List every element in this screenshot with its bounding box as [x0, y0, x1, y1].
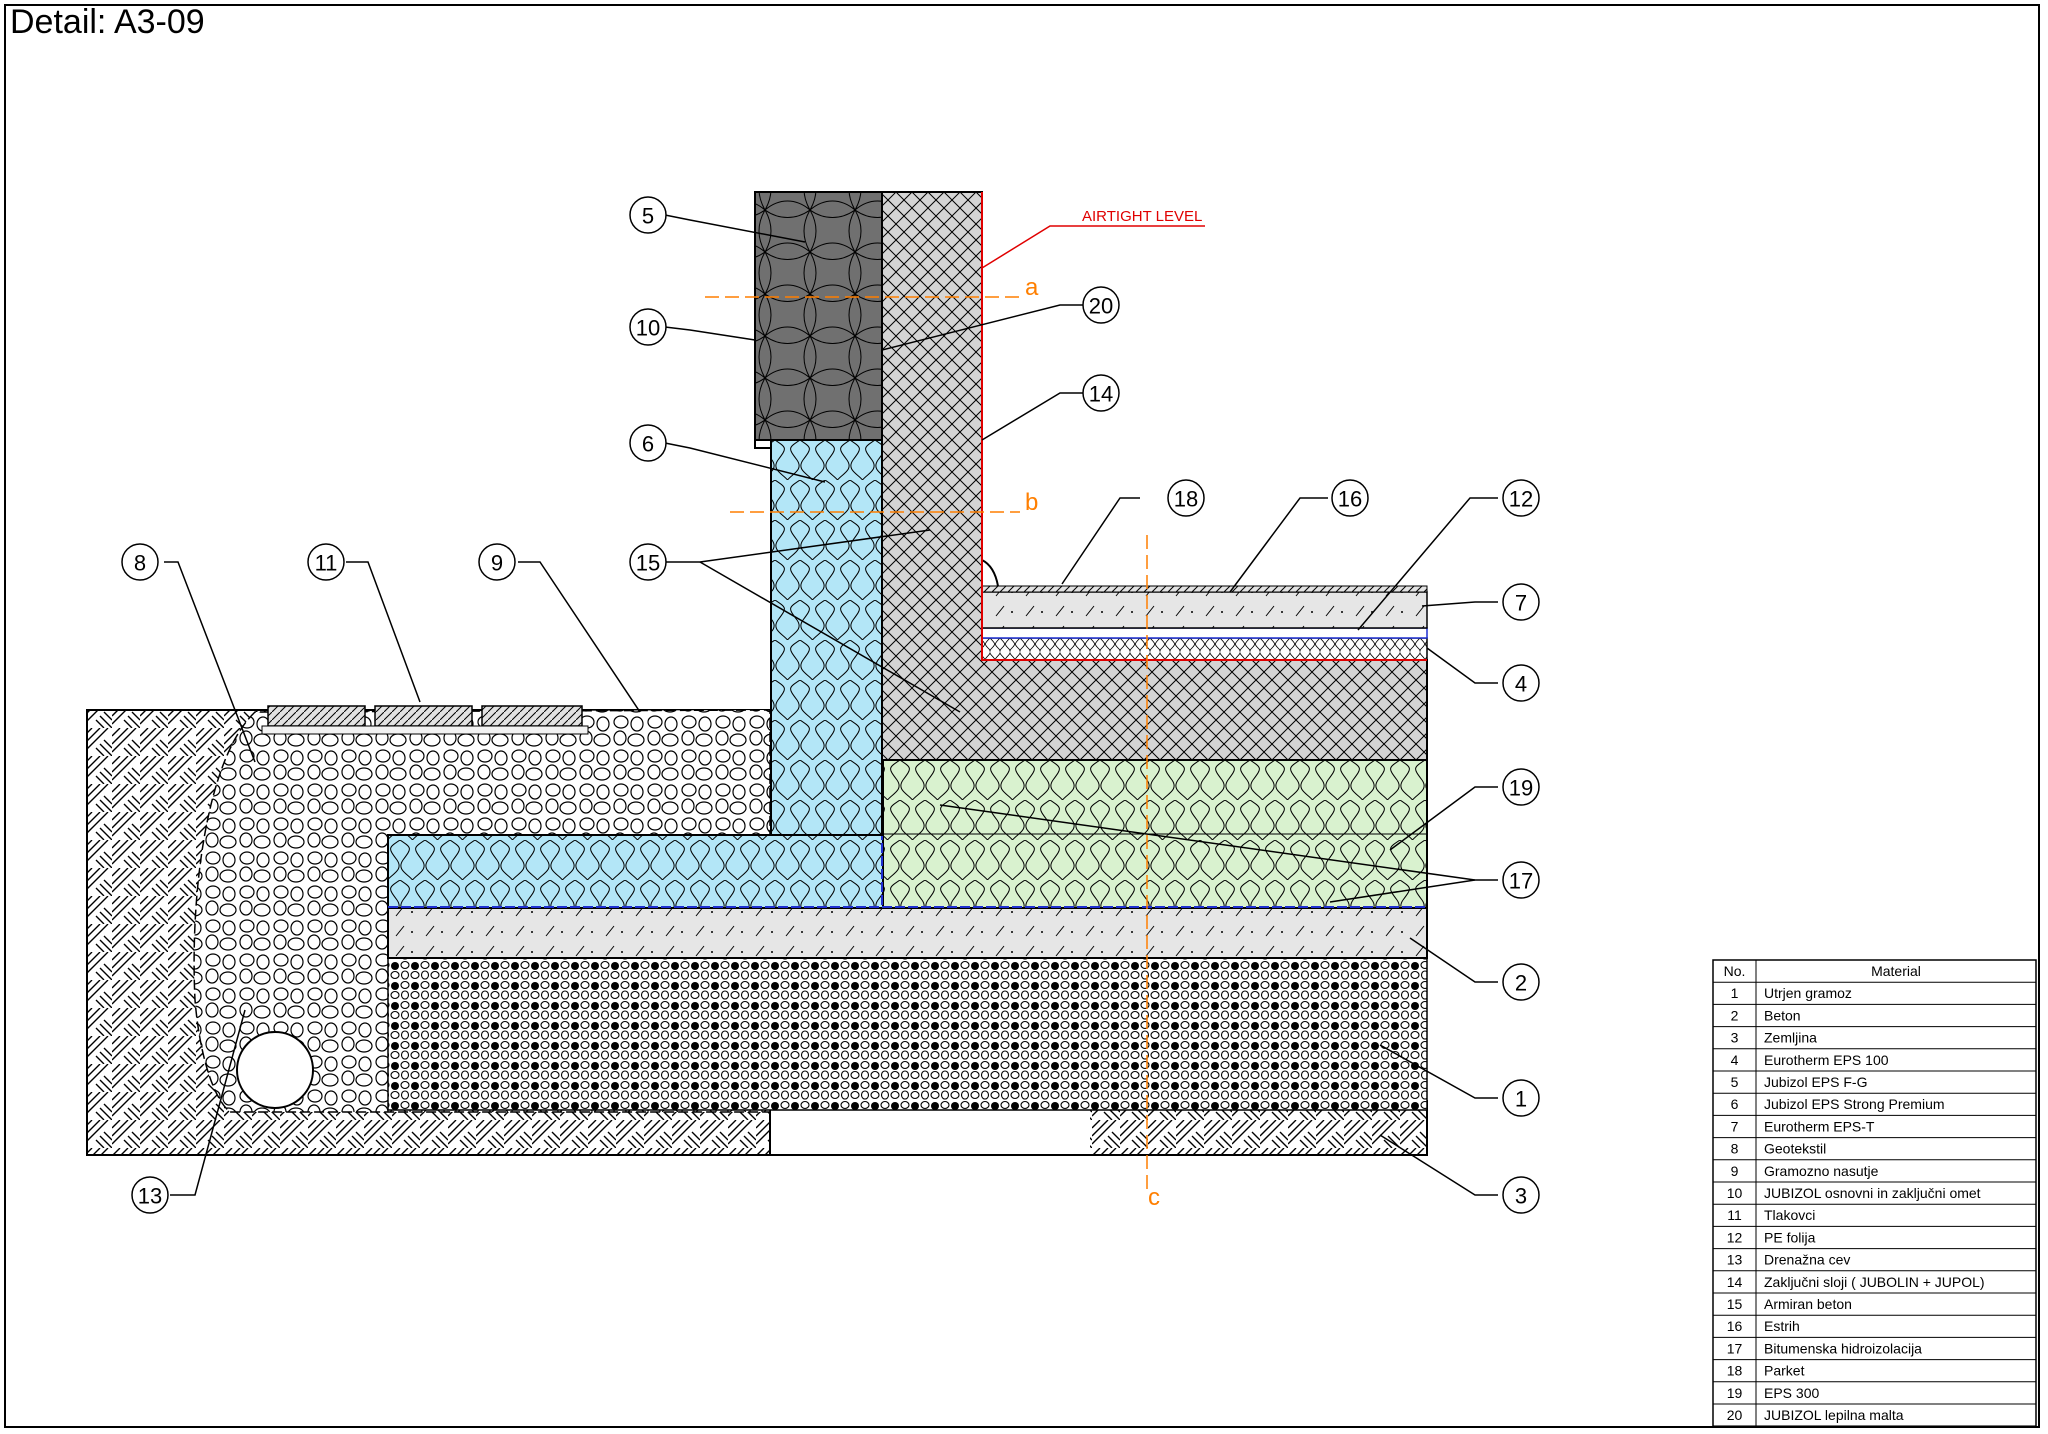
table-cell-no: 9	[1731, 1163, 1739, 1179]
table-cell-no: 8	[1731, 1141, 1739, 1157]
table-cell-no: 12	[1727, 1229, 1743, 1245]
svg-text:4: 4	[1515, 672, 1527, 697]
svg-text:1: 1	[1515, 1087, 1527, 1112]
callout-5: 5	[629, 196, 667, 234]
table-cell-no: 2	[1731, 1007, 1739, 1023]
table-cell-no: 5	[1731, 1074, 1739, 1090]
table-cell-material: Armiran beton	[1764, 1296, 1852, 1312]
callout-4: 4	[1502, 664, 1540, 702]
callout-10: 10	[629, 308, 667, 346]
callout-13: 13	[131, 1176, 169, 1214]
callout-2: 2	[1502, 963, 1540, 1001]
callout-20: 20	[1082, 286, 1120, 324]
table-cell-no: 19	[1727, 1385, 1743, 1401]
axis-a-label: a	[1025, 274, 1039, 301]
table-cell-material: Zemljina	[1764, 1030, 1817, 1046]
table-cell-material: Utrjen gramoz	[1764, 985, 1852, 1001]
table-cell-no: 16	[1727, 1318, 1743, 1334]
callout-1: 1	[1502, 1079, 1540, 1117]
svg-text:8: 8	[134, 551, 146, 576]
airtight-level-label: AIRTIGHT LEVEL	[1082, 208, 1202, 225]
table-cell-material: Gramozno nasutje	[1764, 1163, 1879, 1179]
svg-text:19: 19	[1509, 776, 1533, 801]
svg-text:7: 7	[1515, 591, 1527, 616]
drainage-pipe	[236, 1031, 314, 1109]
svg-text:16: 16	[1338, 487, 1362, 512]
table-cell-material: Bitumenska hidroizolacija	[1764, 1340, 1922, 1356]
svg-text:20: 20	[1089, 294, 1113, 319]
svg-text:2: 2	[1515, 971, 1527, 996]
table-cell-material: Jubizol EPS Strong Premium	[1764, 1096, 1945, 1112]
table-cell-no: 14	[1727, 1274, 1743, 1290]
table-cell-material: Parket	[1764, 1363, 1805, 1379]
svg-text:11: 11	[315, 551, 338, 576]
callout-18: 18	[1167, 479, 1205, 517]
table-cell-material: Beton	[1764, 1007, 1801, 1023]
table-cell-no: 10	[1727, 1185, 1743, 1201]
callout-11: 11	[307, 543, 345, 581]
svg-text:5: 5	[642, 204, 654, 229]
callout-3: 3	[1502, 1176, 1540, 1214]
table-cell-no: 7	[1731, 1118, 1739, 1134]
axis-b-label: b	[1025, 489, 1038, 516]
table-header-material: Material	[1871, 963, 1921, 979]
svg-text:6: 6	[642, 432, 654, 457]
table-cell-no: 20	[1727, 1407, 1743, 1423]
callout-7: 7	[1502, 583, 1540, 621]
callout-14: 14	[1082, 374, 1120, 412]
table-cell-material: Eurotherm EPS 100	[1764, 1052, 1889, 1068]
leader-lines	[164, 214, 1498, 1196]
table-cell-material: PE folija	[1764, 1229, 1816, 1245]
table-header-no: No.	[1724, 963, 1746, 979]
svg-text:13: 13	[138, 1184, 162, 1209]
table-cell-no: 4	[1731, 1052, 1739, 1068]
callout-8: 8	[121, 543, 159, 581]
table-cell-no: 17	[1727, 1340, 1743, 1356]
callout-17: 17	[1502, 861, 1540, 899]
svg-text:15: 15	[636, 551, 660, 576]
callout-6: 6	[629, 424, 667, 462]
table-cell-no: 13	[1727, 1252, 1743, 1268]
table-cell-material: JUBIZOL osnovni in zaključni omet	[1764, 1185, 1981, 1201]
table-cell-no: 15	[1727, 1296, 1743, 1312]
svg-text:3: 3	[1515, 1184, 1527, 1209]
callout-9: 9	[478, 543, 516, 581]
table-cell-no: 6	[1731, 1096, 1739, 1112]
table-cell-material: Estrih	[1764, 1318, 1800, 1334]
materials-table: No. Material 1 Utrjen gramoz 2 Beton 3 Zemljina…	[1712, 959, 2037, 1427]
table-cell-no: 3	[1731, 1030, 1739, 1046]
callout-12: 12	[1502, 479, 1540, 517]
callout-15: 15	[629, 543, 667, 581]
svg-text:9: 9	[491, 551, 503, 576]
callout-16: 16	[1331, 479, 1369, 517]
table-cell-no: 1	[1731, 985, 1739, 1001]
table-cell-material: Jubizol EPS F-G	[1764, 1074, 1867, 1090]
detail-title: Detail: A3-09	[10, 3, 205, 41]
axis-c-label: c	[1148, 1184, 1160, 1211]
table-cell-material: Geotekstil	[1764, 1141, 1826, 1157]
table-cell-material: Zaključni sloji ( JUBOLIN + JUPOL)	[1764, 1274, 1985, 1290]
table-cell-no: 18	[1727, 1363, 1743, 1379]
svg-text:14: 14	[1089, 382, 1113, 407]
svg-text:10: 10	[636, 316, 660, 341]
table-cell-material: JUBIZOL lepilna malta	[1764, 1407, 1904, 1423]
table-cell-material: Drenažna cev	[1764, 1252, 1850, 1268]
svg-text:18: 18	[1174, 487, 1198, 512]
table-cell-material: EPS 300	[1764, 1385, 1819, 1401]
table-cell-material: Tlakovci	[1764, 1207, 1815, 1223]
table-cell-material: Eurotherm EPS-T	[1764, 1118, 1875, 1134]
drawing-frame	[4, 4, 2040, 1428]
svg-text:12: 12	[1509, 487, 1533, 512]
callout-19: 19	[1502, 768, 1540, 806]
table-cell-no: 11	[1727, 1207, 1742, 1223]
svg-text:17: 17	[1509, 869, 1533, 894]
